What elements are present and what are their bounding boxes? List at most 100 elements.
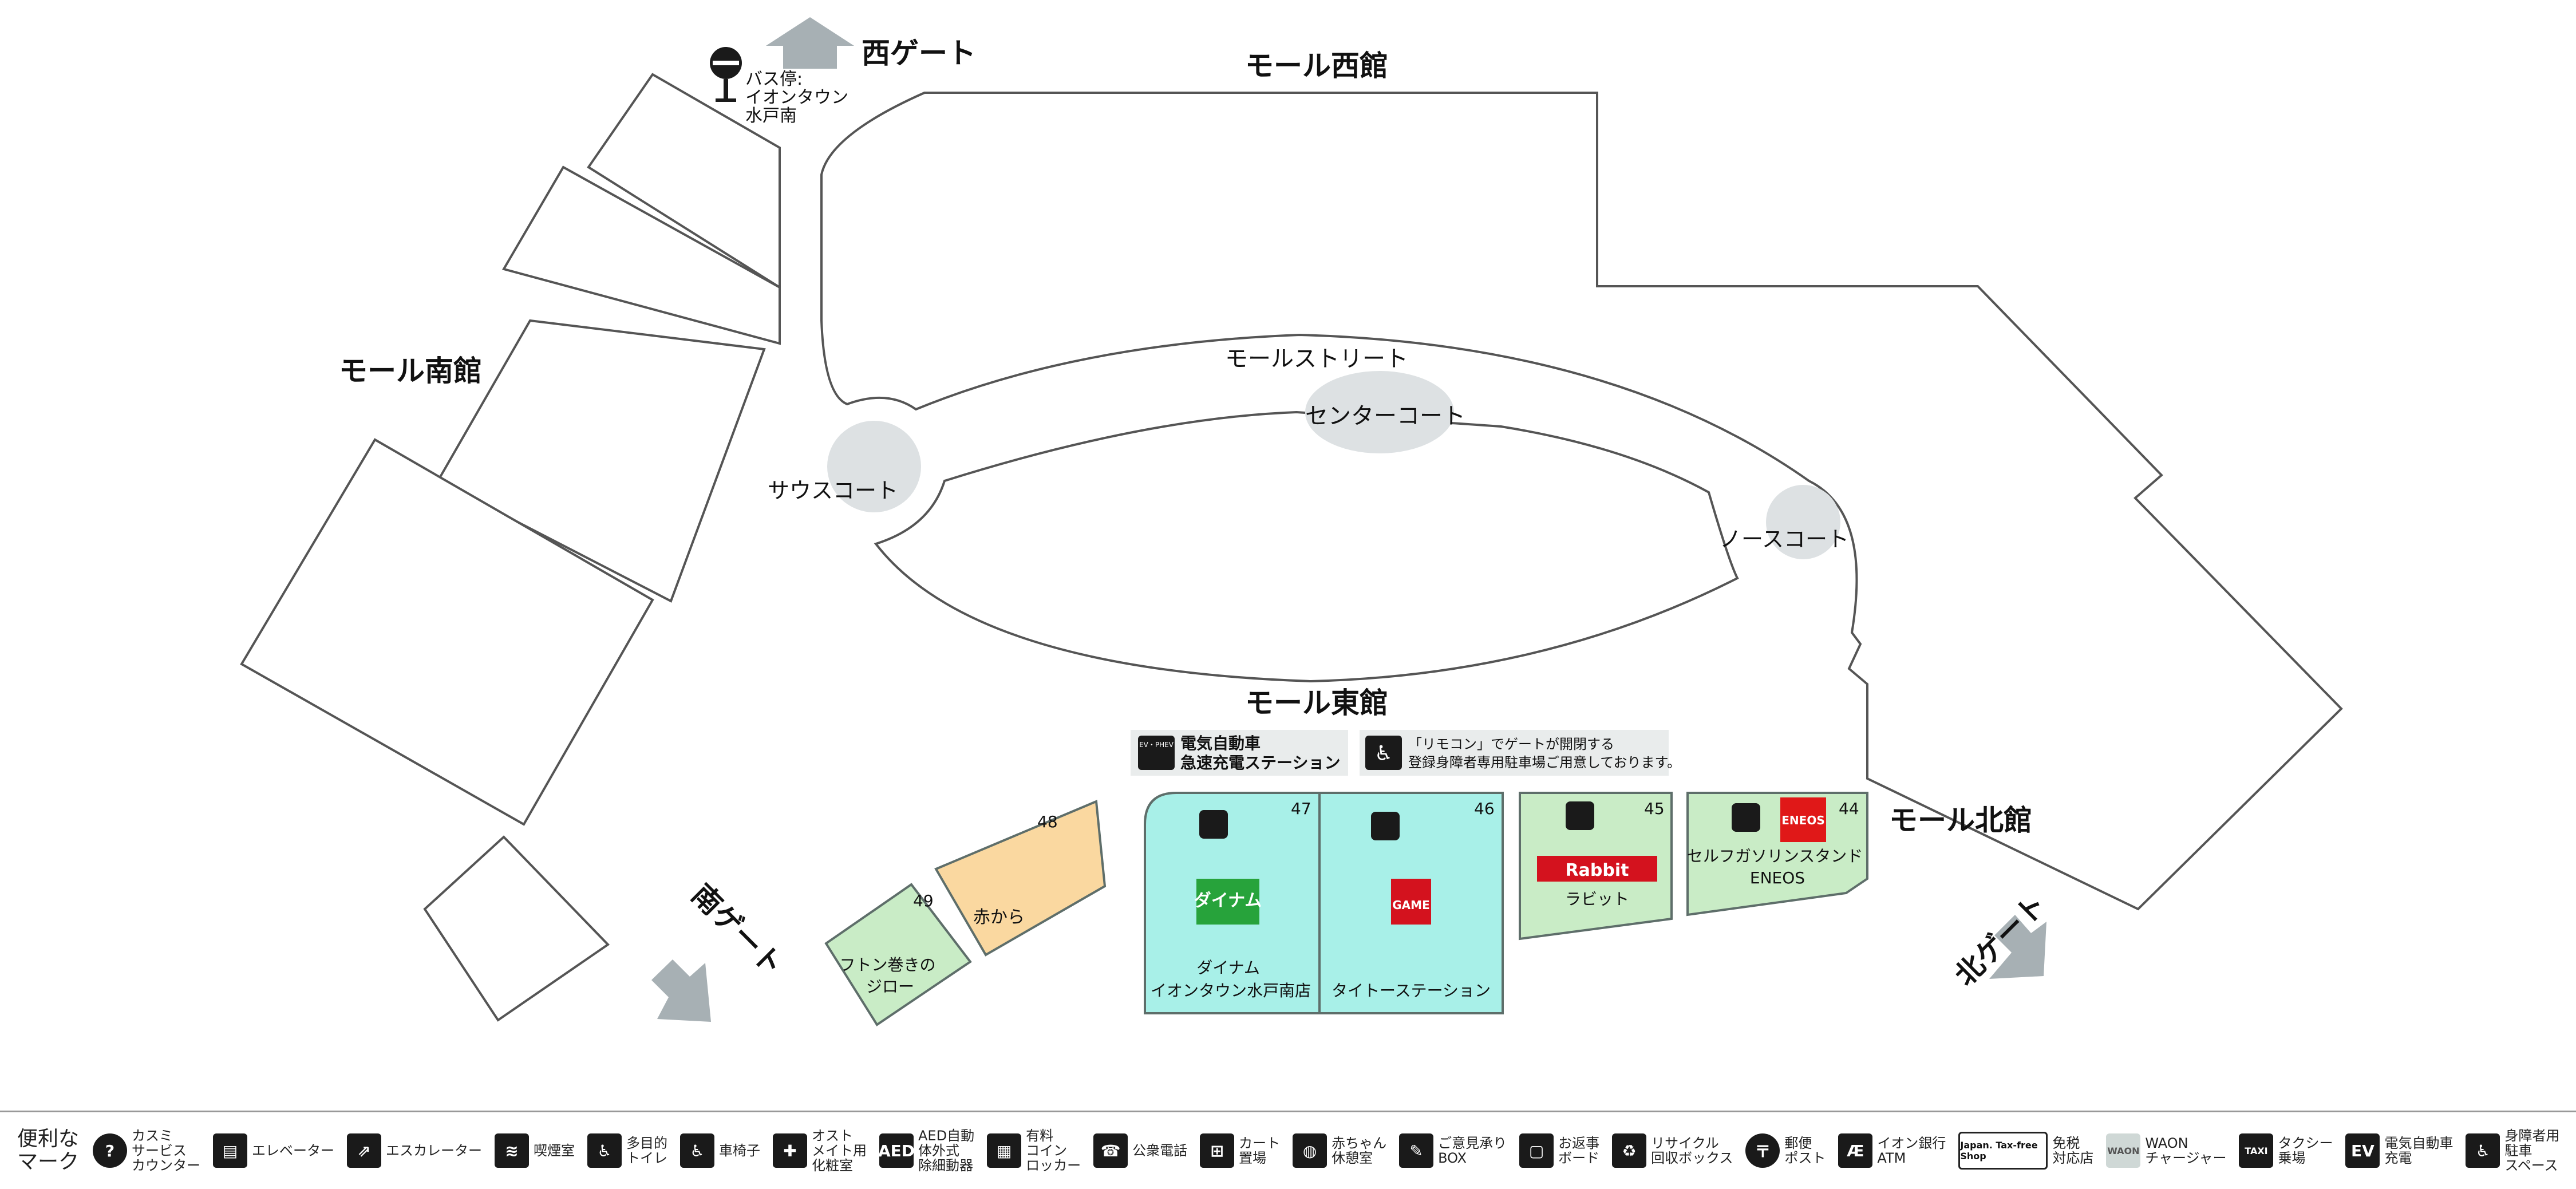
- legend-item-label: 郵便 ポスト: [1784, 1135, 1826, 1166]
- legend-item-label: 免税 対応店: [2052, 1135, 2094, 1166]
- legend-bar: 便利な マーク ?カスミ サービス カウンター▤エレベーター⇗エスカレーター≋喫…: [0, 1111, 2576, 1189]
- legend-item-label: カート 置場: [1239, 1135, 1281, 1166]
- tax-free-icon: Japan. Tax-free Shop: [1958, 1132, 2048, 1170]
- smoking-room-icon: ≋: [495, 1133, 530, 1168]
- legend-item-label: 身障者用 駐車 スペース: [2504, 1128, 2560, 1174]
- north-court-label: ノースコート: [1720, 527, 1849, 552]
- accessible-notice-line1: 「リモコン」でゲートが開閉する: [1408, 736, 1614, 752]
- store-name: タイトーステーション: [1332, 981, 1491, 1000]
- legend-item: ✚オスト メイト用 化粧室: [773, 1128, 867, 1173]
- legend-item-label: 赤ちゃん 休憩室: [1332, 1135, 1387, 1166]
- recycle-box-icon: ♻: [1612, 1133, 1647, 1168]
- west-gate: 西ゲート: [766, 17, 976, 70]
- ev-badge-label: EV・PHEV: [1139, 741, 1174, 749]
- aeon-atm-icon: Æ: [1838, 1133, 1873, 1168]
- store-number: 49: [913, 891, 934, 910]
- west-gate-arrow-icon: [766, 17, 854, 69]
- legend-item-label: タクシー 乗場: [2278, 1135, 2333, 1166]
- accessible-parking-notice: ♿ 「リモコン」でゲートが開閉する 登録身障者専用駐車場ご用意しております。: [1360, 730, 1681, 776]
- legend-item: ⇗エスカレーター: [347, 1133, 482, 1168]
- store-49[interactable]: 49 フトン巻きの ジロー: [824, 883, 972, 1026]
- legend-item-label: カスミ サービス カウンター: [132, 1128, 201, 1174]
- store-name: ダイナム イオンタウン水戸南店: [1151, 958, 1311, 1000]
- bus-stop-label-line1: バス停:: [745, 69, 803, 89]
- west-wing-label: モール西館: [1245, 49, 1388, 82]
- coin-locker-icon: ▦: [987, 1133, 1022, 1168]
- store-48[interactable]: 48 赤から: [934, 800, 1107, 957]
- store-name: ラビット: [1565, 890, 1629, 908]
- legend-item: ◍赤ちゃん 休憩室: [1293, 1133, 1386, 1168]
- pachinko-icon: [1199, 810, 1228, 839]
- legend-items: ?カスミ サービス カウンター▤エレベーター⇗エスカレーター≋喫煙室♿多目的 ト…: [93, 1128, 2572, 1173]
- center-court-label: センターコート: [1305, 403, 1465, 429]
- store-name: 赤から: [973, 907, 1025, 927]
- legend-item-label: 電気自動車 充電: [2384, 1135, 2453, 1166]
- south-wing-label: モール南館: [339, 354, 482, 388]
- waon-charger-icon: WAON: [2106, 1133, 2141, 1168]
- store-name: セルフガソリンスタンド ENEOS: [1687, 847, 1868, 887]
- ev-notice-line2: 急速充電ステーション: [1180, 753, 1340, 772]
- svg-text:♿: ♿: [1374, 742, 1393, 765]
- north-gate: 北ゲート: [1948, 888, 2052, 992]
- courts: [827, 371, 1840, 559]
- bus-stop-label: バス停: イオンタウン 水戸南: [745, 69, 854, 126]
- mall-street-label: モールストリート: [1225, 346, 1408, 372]
- south-gate: 南ゲート: [651, 878, 789, 1022]
- legend-item: ♿多目的 トイレ: [587, 1133, 667, 1168]
- ev-charging-icon: EV: [2345, 1133, 2380, 1168]
- multipurpose-toilet-icon: ♿: [587, 1133, 622, 1168]
- elevator-icon: ▤: [213, 1133, 248, 1168]
- legend-item-label: AED自動 体外式 除細動器: [918, 1128, 975, 1174]
- legend-item-label: お返事 ボード: [1558, 1135, 1600, 1166]
- svg-text:GAME: GAME: [1392, 898, 1429, 912]
- north-wing-label: モール北館: [1889, 804, 2032, 837]
- gas-station-icon: [1732, 803, 1760, 832]
- legend-item: 〒郵便 ポスト: [1745, 1133, 1826, 1168]
- legend-item: ▤エレベーター: [213, 1133, 334, 1168]
- legend-item: ♻リサイクル 回収ボックス: [1612, 1133, 1733, 1168]
- legend-item: ☎公衆電話: [1093, 1133, 1187, 1168]
- svg-text:ENEOS: ENEOS: [1781, 813, 1824, 827]
- east-wing-ring: [874, 410, 1739, 683]
- store-number: 44: [1839, 799, 1859, 818]
- legend-item-label: ご意見承り BOX: [1438, 1135, 1507, 1166]
- bus-stop-icon: [710, 47, 742, 102]
- store-47[interactable]: 47 ダイナム ダイナム イオンタウン水戸南店: [1144, 792, 1321, 1014]
- store-number: 46: [1474, 799, 1495, 818]
- bus-stop-label-line3: 水戸南: [745, 106, 797, 126]
- rabbit-logo: [1537, 856, 1657, 882]
- legend-item-label: 公衆電話: [1132, 1143, 1188, 1159]
- ostomate-toilet-icon: ✚: [773, 1133, 808, 1168]
- bus-stop-label-line2: イオンタウン: [745, 88, 848, 108]
- legend-item-label: リサイクル 回収ボックス: [1651, 1135, 1733, 1166]
- cart-area-icon: ⊞: [1200, 1133, 1235, 1168]
- public-phone-icon: ☎: [1093, 1133, 1128, 1168]
- bus-stop: バス停: イオンタウン 水戸南: [710, 47, 854, 126]
- store-44[interactable]: 44 ENEOS セルフガソリンスタンド ENEOS: [1686, 792, 1868, 917]
- legend-item-label: イオン銀行 ATM: [1877, 1135, 1946, 1166]
- baby-room-icon: ◍: [1293, 1133, 1327, 1168]
- legend-item-label: オスト メイト用 化粧室: [812, 1128, 867, 1174]
- store-45[interactable]: 45 Rabbit ラビット: [1519, 792, 1673, 941]
- svg-text:Rabbit: Rabbit: [1566, 860, 1629, 880]
- feedback-box-icon: ✎: [1399, 1133, 1434, 1168]
- legend-item-label: 有料 コイン ロッカー: [1026, 1128, 1081, 1174]
- store-46[interactable]: 46 GAME タイトーステーション: [1318, 792, 1504, 1014]
- store-number: 48: [1037, 812, 1058, 831]
- mall-map: サウスコート センターコート ノースコート モールストリート モール西館 モール…: [240, 17, 2343, 1026]
- east-wing-label: モール東館: [1245, 686, 1388, 720]
- legend-item-label: エスカレーター: [386, 1143, 483, 1159]
- south-court-label: サウスコート: [768, 478, 898, 503]
- arcade-icon: [1371, 812, 1400, 840]
- legend-item: ▢お返事 ボード: [1519, 1133, 1599, 1168]
- store-number: 47: [1291, 799, 1311, 818]
- legend-item-label: エレベーター: [252, 1143, 335, 1159]
- ev-notice: EV・PHEV 電気自動車 急速充電ステーション: [1131, 730, 1348, 776]
- legend-title: 便利な マーク: [17, 1127, 80, 1174]
- taito-game-logo: [1391, 879, 1431, 925]
- reply-board-icon: ▢: [1519, 1133, 1554, 1168]
- legend-item: ▦有料 コイン ロッカー: [987, 1128, 1081, 1173]
